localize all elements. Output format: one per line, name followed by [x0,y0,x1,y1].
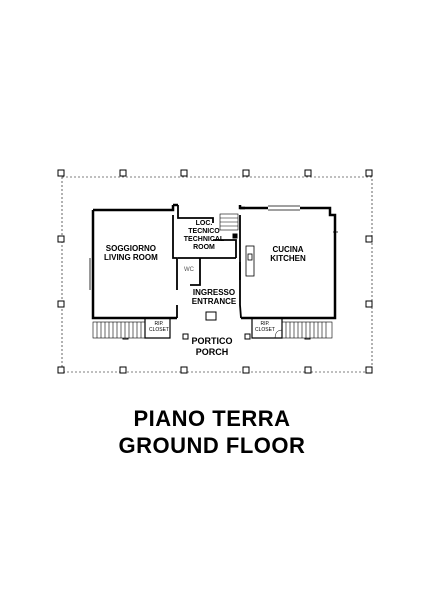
porch-label-it: PORTICO [191,336,233,346]
entrance-label-en: ENTRANCE [191,297,237,306]
pillar [242,366,250,374]
floor-title-en: GROUND FLOOR [118,433,306,458]
pillar [119,366,127,374]
kitchen-label: CUCINA KITCHEN [268,245,308,263]
closet-left-wall [144,318,171,339]
entrance-door [205,311,217,321]
technical-room-label-it1: LOC. [195,220,213,227]
porch-label: PORTICO PORCH [184,336,240,358]
closet-right-wall [251,318,283,339]
exterior-walls [91,203,337,320]
kitchen-label-en: KITCHEN [270,254,306,263]
living-room-label-en: LIVING ROOM [104,253,158,262]
pillar [57,235,65,243]
pillar [304,366,312,374]
pillar [365,235,373,243]
pillar [244,333,251,340]
technical-room-label-en2: ROOM [193,244,215,251]
kitchen-label-it: CUCINA [272,245,304,254]
living-room-label: SOGGIORNO LIVING ROOM [104,244,158,262]
pillar [304,169,312,177]
wc-label: WC [184,267,194,273]
pillar [365,169,373,177]
pillar [180,366,188,374]
closet-right-door [274,329,283,339]
closet-left-label: RIP. CLOSET [148,321,170,333]
closet-right-label: RIP. CLOSET [254,321,276,333]
pillar [242,169,250,177]
pillar [365,300,373,308]
porch-stairs-left [92,321,146,339]
pillar [57,169,65,177]
pillar [180,169,188,177]
technical-room-label-it2: TECNICO [188,228,220,235]
kitchen-counter [245,245,255,277]
pillar [57,300,65,308]
closet-right-label-en: CLOSET [254,327,275,333]
entrance-label-it: INGRESSO [192,288,236,297]
technical-stair [219,213,239,231]
living-room-label-it: SOGGIORNO [105,244,156,253]
pillar [182,333,189,340]
pillar [232,233,238,239]
technical-room-label-en1: TECHNICAL [183,236,225,243]
technical-room-label: LOC. TECNICO TECHNICAL ROOM [176,220,232,252]
interior-walls [172,205,242,319]
closet-right-label-it: RIP. [260,321,270,327]
pillar [119,169,127,177]
closet-left-label-en: CLOSET [148,327,169,333]
pillar [57,366,65,374]
entrance-label: INGRESSO ENTRANCE [186,288,242,306]
perimeter-dashed-line [61,176,373,373]
floor-title-it: PIANO TERRA [133,406,291,431]
porch-label-en: PORCH [195,347,229,357]
porch-stairs-right [281,321,333,339]
windows [89,205,338,290]
pillar [365,366,373,374]
closet-left-label-it: RIP. [154,321,164,327]
